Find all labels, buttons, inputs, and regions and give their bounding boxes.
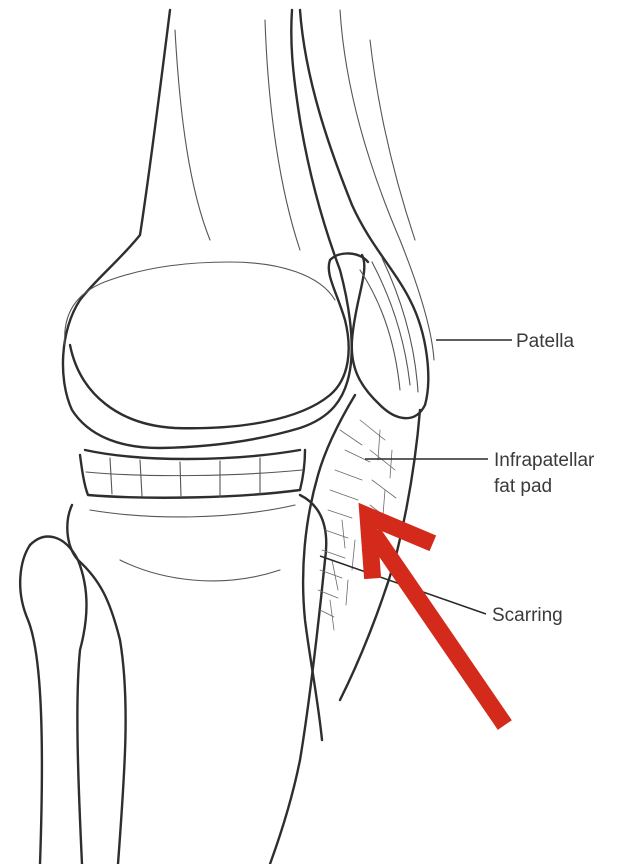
red-arrow-icon [368,516,500,718]
patella-label: Patella [516,331,575,352]
scarring-label: Scarring [492,605,563,626]
fat-pad-label-line1: Infrapatellar [494,450,595,471]
tibia [67,495,326,864]
meniscus [80,450,305,498]
fibula [20,537,86,864]
patella [300,10,434,418]
fat-pad-label-line2: fat pad [494,476,552,497]
femur [63,10,368,448]
